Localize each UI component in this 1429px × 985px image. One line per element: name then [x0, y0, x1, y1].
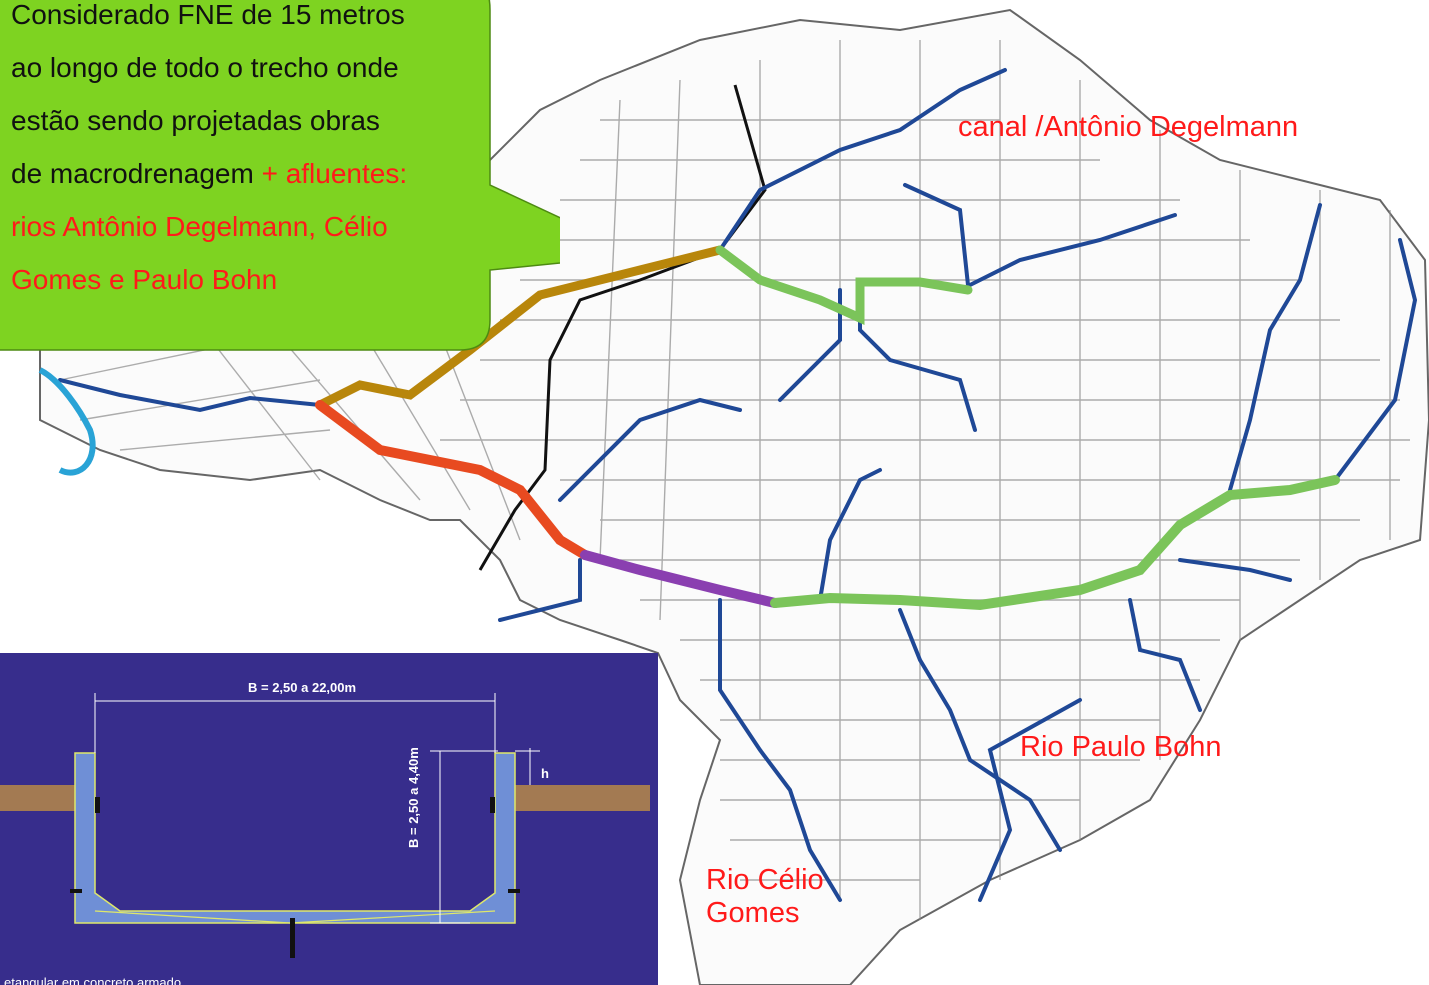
callout-line-5: rios Antônio Degelmann, Célio — [11, 211, 388, 242]
callout-line-2: ao longo de todo o trecho onde — [11, 52, 399, 83]
callout-bubble — [0, 0, 560, 351]
height-dimension-label: B = 2,50 a 4,40m — [406, 747, 421, 848]
callout-line-4: de macrodrenagem + afluentes: — [11, 147, 481, 200]
callout-line-6: Gomes e Paulo Bohn — [11, 264, 278, 295]
callout-text: Considerado FNE de 15 metros ao longo de… — [11, 0, 481, 306]
callout-line-1: Considerado FNE de 15 metros — [11, 0, 405, 30]
ground-left — [0, 785, 75, 811]
section-green-north — [715, 245, 973, 325]
freeboard-label: h — [541, 766, 549, 781]
label-rio-paulo-bohn: Rio Paulo Bohn — [1020, 731, 1222, 763]
ground-right — [510, 785, 650, 811]
callout-line-4-red: + afluentes: — [261, 158, 408, 189]
section-green-main — [770, 475, 1340, 611]
section-orange — [315, 400, 590, 560]
section-purple — [580, 550, 780, 608]
section-brown — [315, 245, 725, 410]
cross-section-drawing — [0, 693, 650, 958]
inset-caption: etangular em concreto armado — [4, 975, 182, 985]
channel-section — [74, 752, 516, 924]
river-network — [58, 68, 1418, 902]
label-canal-antonio-degelmann: canal /Antônio Degelmann — [958, 111, 1299, 143]
lake — [38, 367, 96, 476]
callout-line-4-black: de macrodrenagem — [11, 158, 262, 189]
callout-line-3: estão sendo projetadas obras — [11, 105, 380, 136]
cross-section-inset: B = 2,50 a 22,00m B = 2,50 a 4,40m h eta… — [0, 653, 658, 985]
width-dimension-label: B = 2,50 a 22,00m — [248, 680, 357, 695]
label-rio-celio-gomes: Rio Célio Gomes — [706, 864, 824, 929]
